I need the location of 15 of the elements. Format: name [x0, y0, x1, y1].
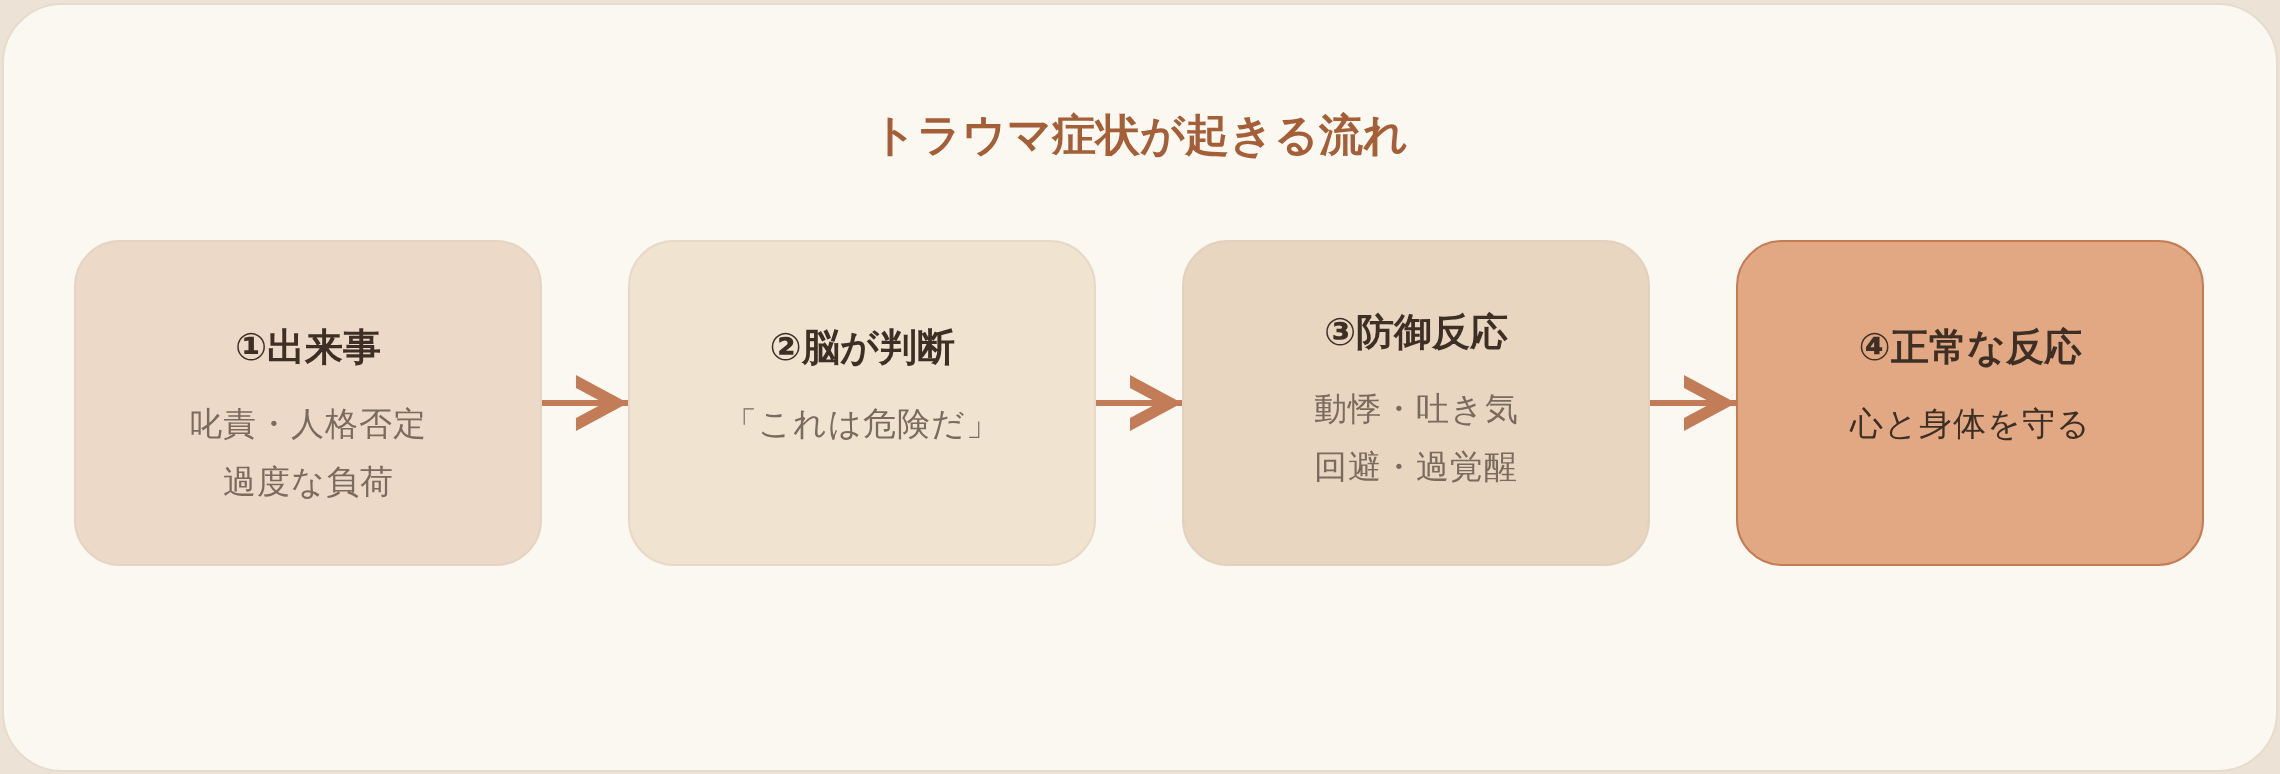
- box-heading: ③防御反応: [1323, 309, 1509, 356]
- box-text: 叱責・人格否定: [189, 403, 427, 445]
- box-text: 心と身体を守る: [1849, 403, 2091, 445]
- process-box: [1736, 240, 2204, 566]
- process-box: [628, 240, 1096, 566]
- process-box: [1182, 240, 1650, 566]
- box-text: 回避・過覚醒: [1314, 446, 1518, 488]
- box-heading: ④正常な反応: [1858, 324, 2082, 371]
- box-text: 過度な負荷: [222, 461, 394, 503]
- process-box: [74, 240, 542, 566]
- box-heading: ①出来事: [234, 324, 382, 371]
- box-text: 「これは危険だ」: [724, 403, 1000, 445]
- title: トラウマ症状が起きる流れ: [871, 108, 1409, 162]
- box-text: 動悸・吐き気: [1313, 388, 1519, 430]
- box-heading: ②脳が判断: [769, 324, 955, 371]
